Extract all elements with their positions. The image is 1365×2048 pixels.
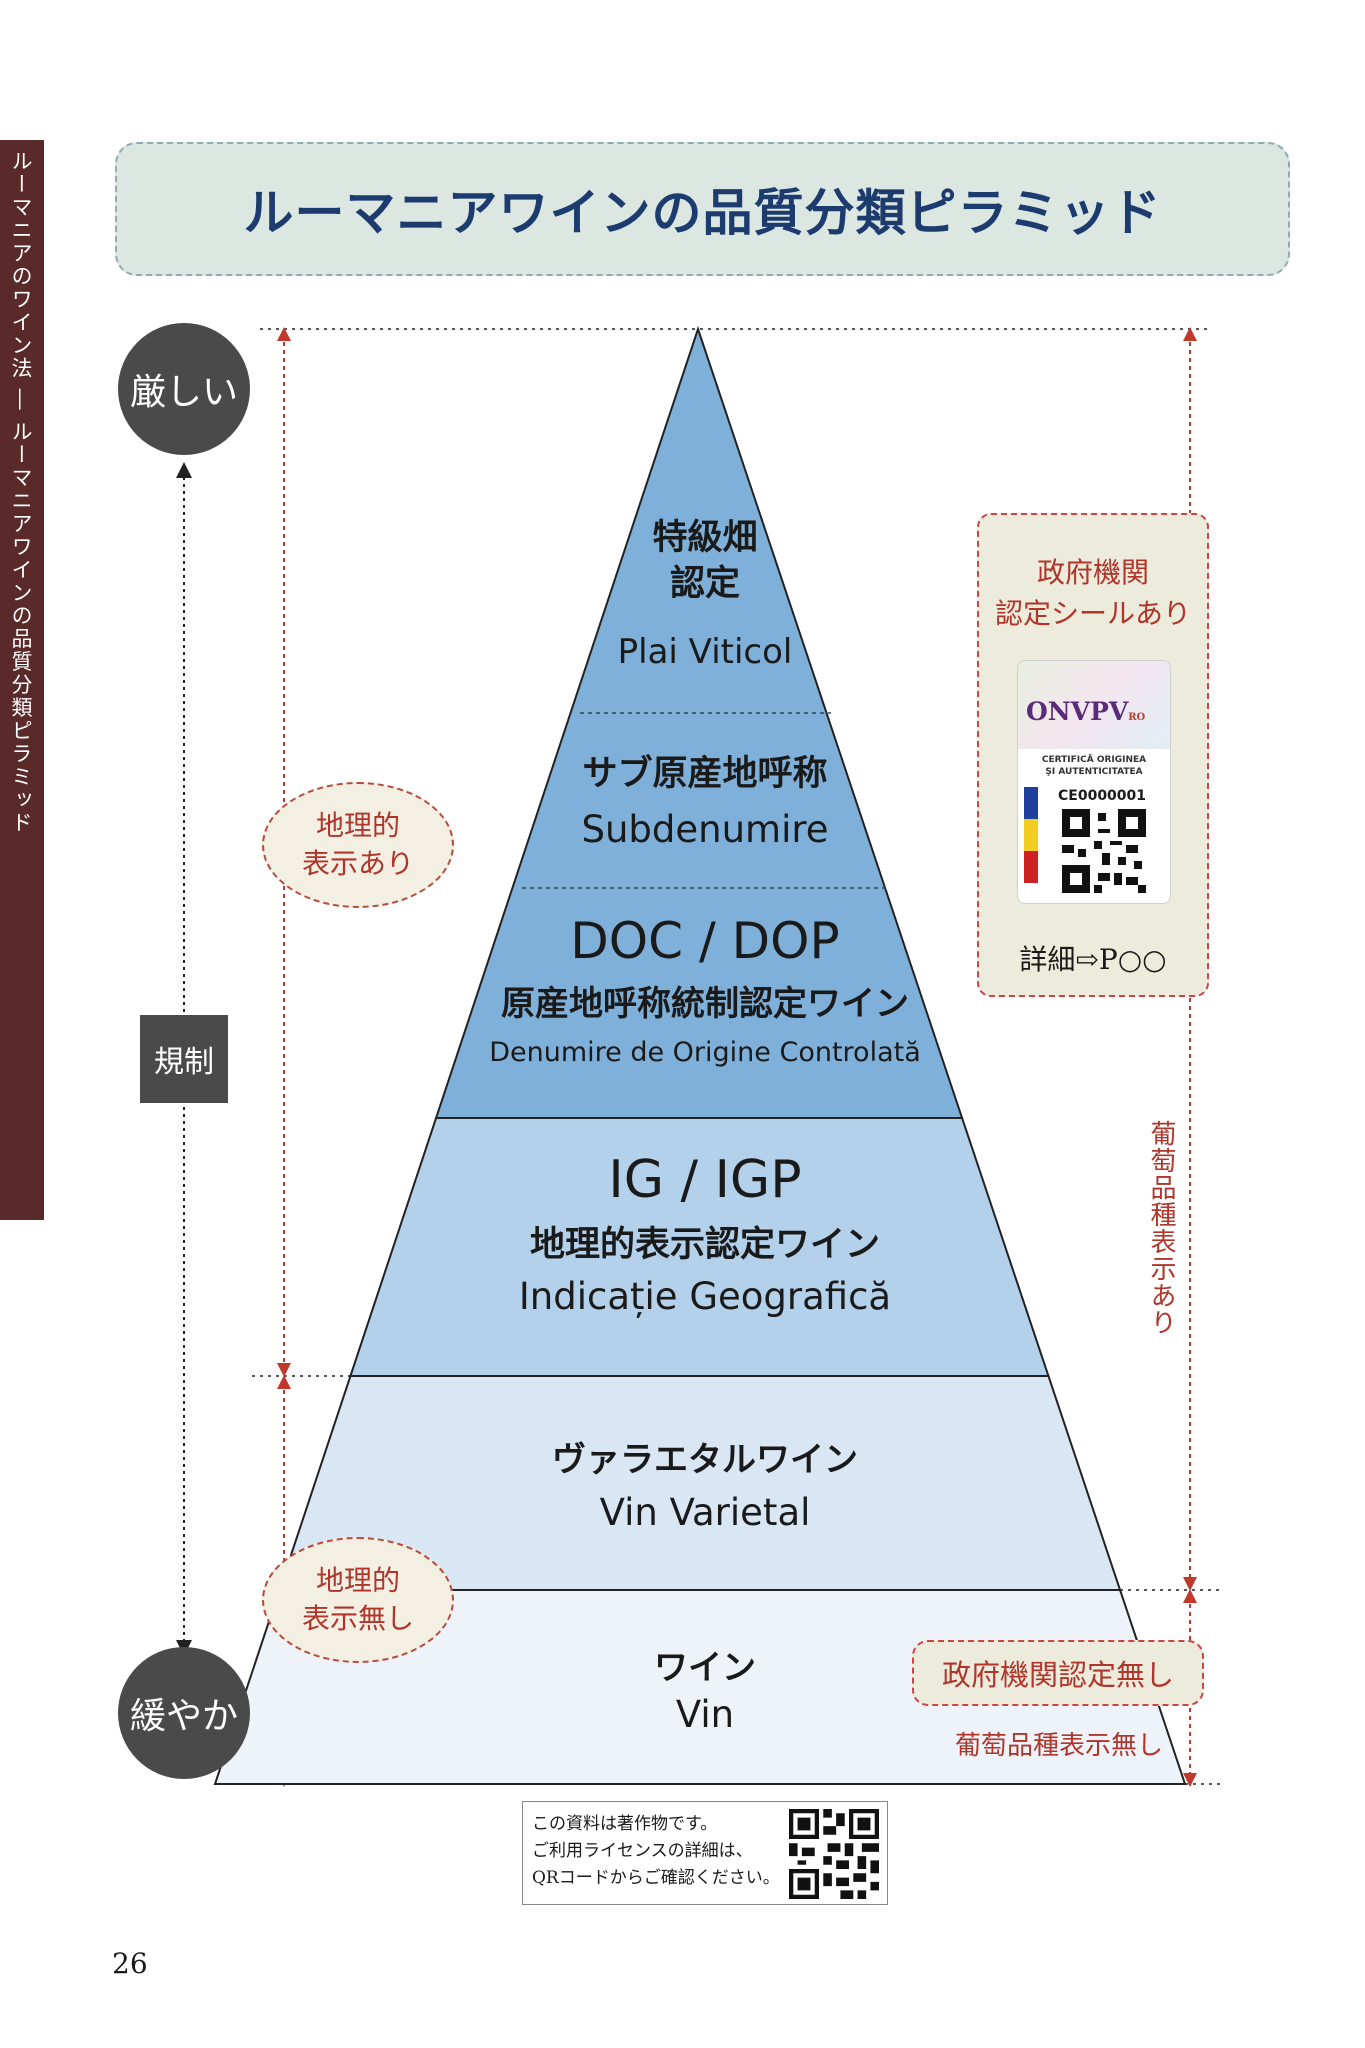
seal-title: 政府機関 認定シールあり bbox=[979, 553, 1207, 634]
lenient-label: 緩やか bbox=[129, 1696, 238, 1737]
side-tab bbox=[0, 140, 44, 1220]
seal-brand-text: ONVPV bbox=[1026, 697, 1129, 726]
seal-cert-line1: CERTIFICĂ ORIGINEA bbox=[1041, 755, 1147, 765]
seal-top-band bbox=[1018, 661, 1170, 749]
tier-ig-band bbox=[349, 1117, 1050, 1377]
seal-image: ONVPVRO CERTIFICĂ ORIGINEA ŞI AUTENTICIT… bbox=[1017, 660, 1171, 904]
seal-qr bbox=[1062, 809, 1146, 893]
seal-title-line1: 政府機関 bbox=[1036, 556, 1149, 589]
seal-flag-red bbox=[1024, 851, 1038, 883]
seal-flag-yellow bbox=[1024, 819, 1038, 851]
copyright-line1: この資料は著作物です。 bbox=[532, 1814, 718, 1834]
copyright-line2: ご利用ライセンスの詳細は、 bbox=[532, 1841, 753, 1862]
guide-lines bbox=[252, 328, 1222, 1785]
title-box: ルーマニアワインの品質分類ピラミッド bbox=[115, 142, 1290, 276]
geo-with-line1: 地理的 bbox=[315, 809, 400, 843]
regulation-box: 規制 bbox=[140, 1015, 228, 1103]
tier-top-band bbox=[434, 325, 964, 1119]
seal-brand-sub: RO bbox=[1128, 712, 1146, 723]
strict-circle: 厳しい bbox=[118, 323, 250, 455]
qr-code-icon[interactable] bbox=[789, 1809, 879, 1899]
copyright-text: この資料は著作物です。 ご利用ライセンスの詳細は、 QRコードからご確認ください… bbox=[532, 1811, 780, 1893]
copyright-box: この資料は著作物です。 ご利用ライセンスの詳細は、 QRコードからご確認ください… bbox=[522, 1801, 888, 1905]
strict-label: 厳しい bbox=[129, 372, 238, 413]
no-gov-cert-pill: 政府機関認定無し bbox=[912, 1640, 1204, 1706]
variety-shown-note: 葡萄品種表示あり bbox=[1146, 1120, 1176, 1336]
seal-cert-line2: ŞI AUTENTICITATEA bbox=[1045, 766, 1143, 777]
geo-without-line1: 地理的 bbox=[315, 1564, 400, 1598]
lenient-circle: 緩やか bbox=[118, 1647, 250, 1779]
geo-without-line2: 表示無し bbox=[301, 1602, 414, 1635]
no-variety-note: 葡萄品種表示無し bbox=[955, 1731, 1164, 1761]
copyright-line3: QRコードからご確認ください。 bbox=[532, 1868, 780, 1889]
seal-flag-blue bbox=[1024, 787, 1038, 819]
seal-cert-text: CERTIFICĂ ORIGINEA ŞI AUTENTICITATEA bbox=[1018, 755, 1170, 778]
geo-with-ellipse: 地理的 表示あり bbox=[262, 782, 454, 908]
page-number: 26 bbox=[112, 1947, 148, 1980]
side-tab-text: ルーマニアのワイン法 ― ルーマニアワインの品質分類ピラミッド bbox=[9, 150, 33, 835]
seal-box: 政府機関 認定シールあり ONVPVRO CERTIFICĂ ORIGINEA … bbox=[977, 513, 1209, 997]
geo-with-line2: 表示あり bbox=[301, 847, 414, 880]
seal-brand: ONVPVRO bbox=[1026, 697, 1145, 726]
no-gov-cert-label: 政府機関認定無し bbox=[941, 1658, 1174, 1692]
seal-code: CE0000001 bbox=[1058, 788, 1147, 804]
regulation-label: 規制 bbox=[154, 1045, 214, 1080]
geo-without-ellipse: 地理的 表示無し bbox=[262, 1537, 454, 1663]
seal-detail: 詳細⇨P○○ bbox=[1019, 943, 1167, 976]
page-title: ルーマニアワインの品質分類ピラミッド bbox=[243, 183, 1162, 242]
seal-title-line2: 認定シールあり bbox=[994, 596, 1191, 630]
